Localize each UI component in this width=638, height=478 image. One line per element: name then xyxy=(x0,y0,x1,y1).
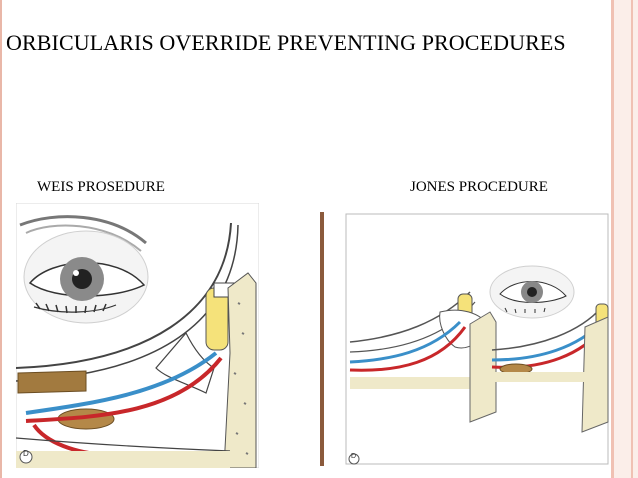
weis-procedure-caption: WEIS PROSEDURE xyxy=(37,179,165,195)
panel-letter: D xyxy=(23,449,29,458)
slide-border-right xyxy=(611,0,638,478)
slide-border-right-line xyxy=(631,0,633,478)
slide-title: ORBICULARIS OVERRIDE PREVENTING PROCEDUR… xyxy=(6,30,566,55)
eye-sketch xyxy=(489,265,575,319)
weis-procedure-illustration: D xyxy=(16,203,259,468)
jones-procedure-caption: JONES PROCEDURE xyxy=(410,179,548,195)
panel-letter: D xyxy=(351,453,357,460)
slide-border-left xyxy=(0,0,2,478)
eye-sketch xyxy=(19,215,149,324)
slide-border-right-line xyxy=(611,0,614,478)
jones-procedure-illustration: D xyxy=(320,212,610,466)
